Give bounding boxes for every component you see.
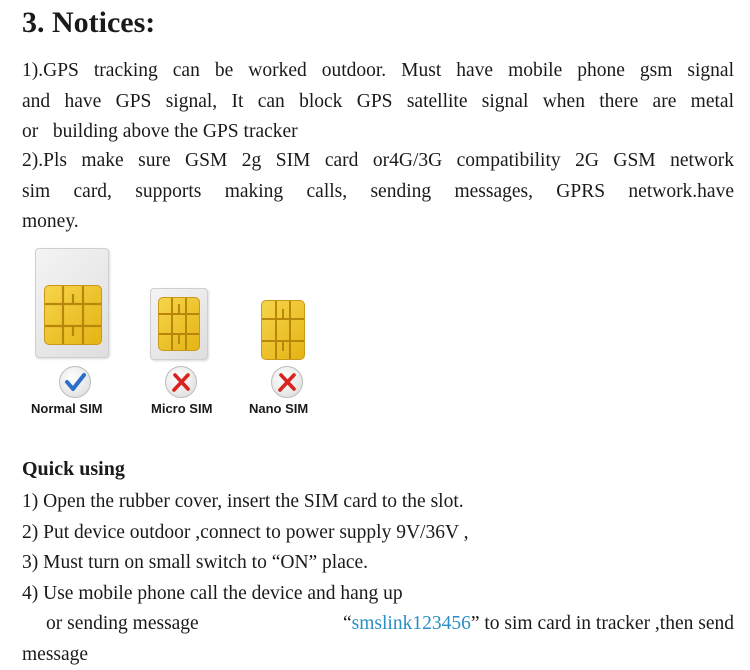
sms-command-text: smslink123456	[352, 613, 471, 634]
nano-sim-cross-icon	[271, 366, 303, 398]
quick-using-steps: 1) Open the rubber cover, insert the SIM…	[22, 487, 734, 670]
notice-2-line-2: sim card, supports making calls, sending…	[22, 177, 734, 208]
step-4-after-text: ” to sim card in tracker ,then send	[471, 613, 734, 634]
sim-chip-icon	[44, 285, 102, 345]
quick-using-title: Quick using	[22, 458, 125, 481]
nano-sim-label: Nano SIM	[249, 401, 308, 416]
step-4-continuation: or sending message “smslink123456” to si…	[22, 609, 734, 640]
micro-sim-cross-icon	[165, 366, 197, 398]
normal-sim-card	[35, 248, 109, 358]
step-4: 4) Use mobile phone call the device and …	[22, 579, 734, 610]
section-title: 3. Notices:	[22, 6, 155, 40]
micro-sim-label: Micro SIM	[151, 401, 212, 416]
notice-2-line-3: money.	[22, 207, 734, 238]
normal-sim-check-icon	[59, 366, 91, 398]
sms-command: “smslink123456” to sim card in tracker ,…	[343, 609, 734, 640]
notice-1: 1).GPS tracking can be worked outdoor. M…	[22, 56, 734, 148]
sim-card-comparison: Normal SIM Micro SIM Nano SIM	[0, 238, 360, 428]
sim-chip-icon	[158, 297, 200, 351]
step-2: 2) Put device outdoor ,connect to power …	[22, 518, 734, 549]
step-1: 1) Open the rubber cover, insert the SIM…	[22, 487, 734, 518]
step-4-before-text: or sending message	[46, 609, 199, 640]
notice-1-line-2: and have GPS signal, It can block GPS sa…	[22, 87, 734, 118]
notice-2: 2).Pls make sure GSM 2g SIM card or4G/3G…	[22, 146, 734, 238]
normal-sim-label: Normal SIM	[31, 401, 103, 416]
nano-sim-chip	[261, 300, 305, 360]
open-quote: “	[343, 613, 352, 634]
notice-2-line-1: 2).Pls make sure GSM 2g SIM card or4G/3G…	[22, 146, 734, 177]
step-4-last-line: message	[22, 640, 734, 670]
notice-1-line-3: or building above the GPS tracker	[22, 117, 734, 148]
step-3: 3) Must turn on small switch to “ON” pla…	[22, 548, 734, 579]
notice-1-line-1: 1).GPS tracking can be worked outdoor. M…	[22, 56, 734, 87]
micro-sim-card	[150, 288, 208, 360]
